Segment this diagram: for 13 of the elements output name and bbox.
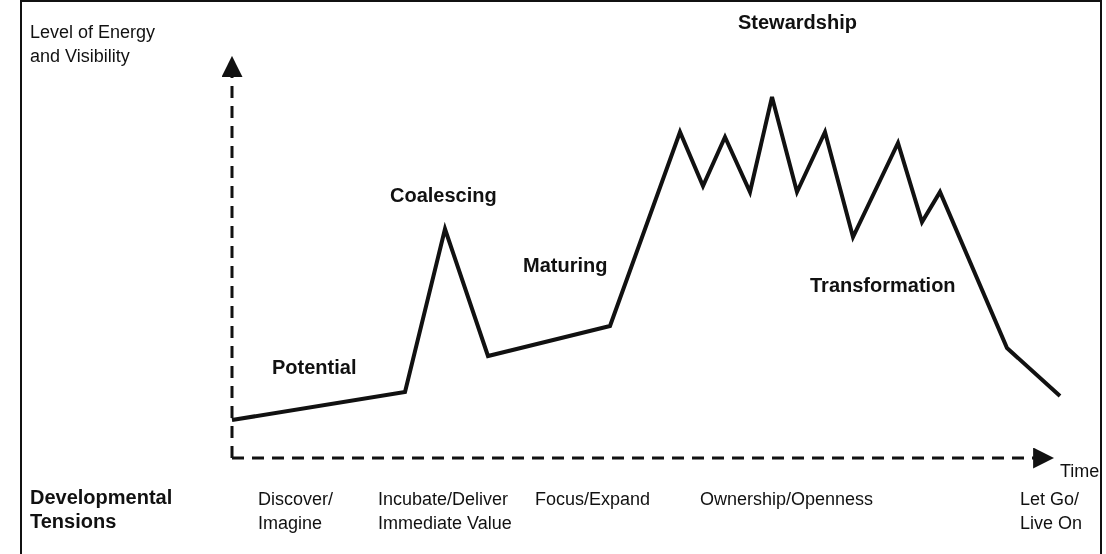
stage-label: Transformation — [810, 273, 957, 297]
tension-label: Focus/Expand — [535, 488, 652, 511]
axis-title: Level of Energy and Visibility — [30, 21, 157, 68]
stage-label: Maturing — [523, 253, 609, 277]
tension-label: Let Go/ Live On — [1020, 488, 1084, 535]
tension-label: Discover/ Imagine — [258, 488, 334, 535]
row-heading: Developmental Tensions — [30, 485, 174, 533]
axis-title: Time — [1060, 460, 1101, 483]
tension-label: Ownership/Openness — [700, 488, 875, 511]
stage-label: Coalescing — [390, 183, 498, 207]
stage-label: Potential — [272, 355, 358, 379]
tension-label: Incubate/Deliver Immediate Value — [378, 488, 513, 535]
stage-label: Stewardship — [738, 10, 858, 34]
